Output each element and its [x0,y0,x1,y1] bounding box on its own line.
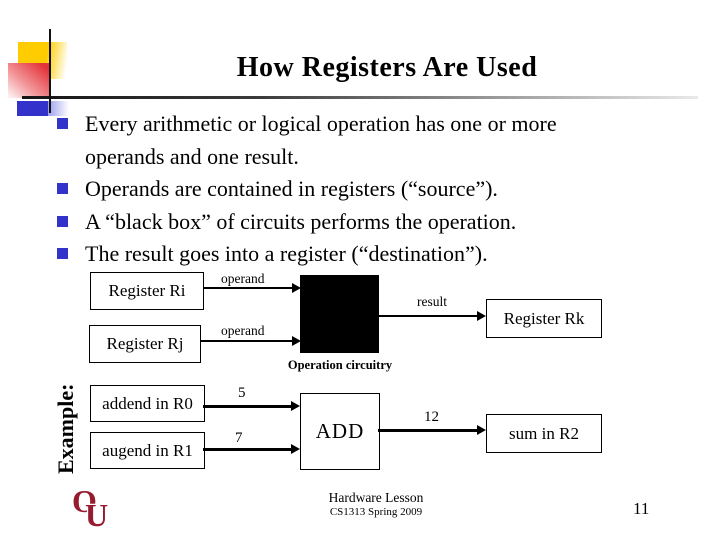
bullet-square-icon [57,183,68,194]
decoration-blue-fade [48,101,69,116]
ou-logo: O U [71,482,110,532]
bullet-square-icon [57,215,68,227]
bullet-text: A “black box” of circuits performs the o… [85,208,517,234]
augend-value-label: 7 [235,430,243,446]
register-rk-box: Register Rk [486,299,602,338]
addend-box: addend in R0 [90,385,205,422]
bullet-item: The result goes into a register (“destin… [57,238,637,271]
footer-lesson: Hardware Lesson [328,490,424,505]
augend-box: augend in R1 [90,432,205,469]
example-heading: Example: [53,383,78,474]
arrow-addend [203,401,300,411]
bullet-list: Every arithmetic or logical operation ha… [57,108,637,271]
operand-label-bottom: operand [221,323,265,338]
register-rj-box: Register Rj [89,325,201,363]
bullet-text: The result goes into a register (“destin… [85,241,488,266]
bullet-text: Operands are contained in registers (“so… [85,176,498,201]
result-label: result [417,294,447,309]
operation-black-box [300,275,379,353]
arrow-operand-top [203,282,301,293]
decoration-red-square [8,63,49,98]
bullet-item: Operands are contained in registers (“so… [57,173,637,206]
footer: Hardware Lesson CS1313 Spring 2009 [276,490,476,518]
arrow-sum [378,425,486,435]
slide-title: How Registers Are Used [236,52,538,83]
addend-value-label: 5 [238,385,246,401]
ou-logo-letter-u: U [85,497,108,532]
footer-course: CS1313 Spring 2009 [329,506,423,518]
arrow-augend [203,444,300,454]
page-number: 11 [633,499,650,518]
add-box: ADD [300,393,380,470]
ou-logo-letter-o: O [72,483,97,519]
result-value-label: 12 [424,409,439,425]
arrow-result [379,310,486,321]
decoration-blue-square [17,101,48,116]
operation-circuitry-label: Operation circuitry [287,358,393,372]
bullet-text: Every arithmetic or logical operation ha… [85,111,557,169]
decoration-vertical-line [49,29,51,113]
operand-label-top: operand [221,271,265,286]
bullet-item: Every arithmetic or logical operation ha… [57,108,637,173]
title-underline [22,96,698,99]
arrow-operand-bottom [200,335,301,346]
bullet-square-icon [57,118,68,129]
bullet-item: A “black box” of circuits performs the o… [57,206,637,239]
bullet-square-icon [57,248,68,259]
sum-box: sum in R2 [486,414,602,453]
register-ri-box: Register Ri [90,272,204,310]
